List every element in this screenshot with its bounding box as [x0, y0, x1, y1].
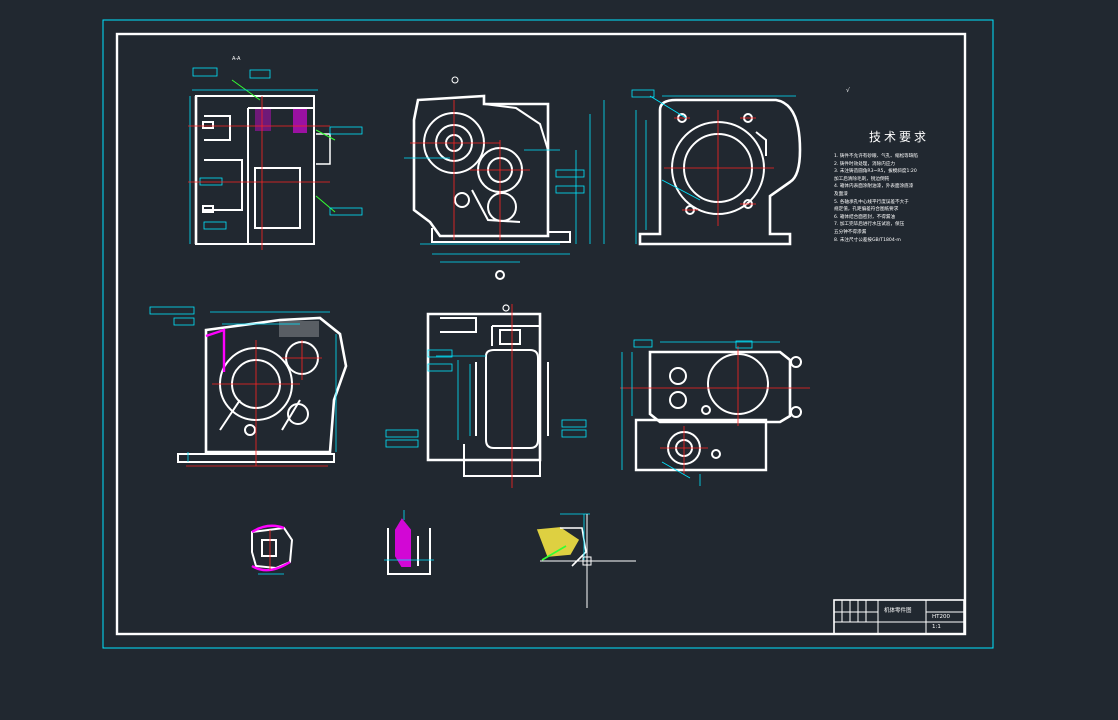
tech-requirement-line: 4. 箱体内表面涂耐油漆，外表面涂底漆	[834, 184, 914, 190]
inner-drawing-frame	[115, 32, 967, 636]
tech-requirement-line: 五分钟不得渗漏	[834, 229, 867, 235]
cad-crosshair-cursor	[540, 514, 636, 608]
title-block	[833, 599, 965, 635]
tech-requirement-line: 3. 未注铸造圆角R3~R5，拔模斜度1:20	[834, 169, 917, 175]
outer-sheet-border	[102, 19, 994, 649]
title-block-drawing-name: 机体零件图	[884, 608, 912, 614]
title-block-scale: 1:1	[932, 624, 941, 630]
title-block-material: HT200	[932, 614, 950, 620]
detail-2	[384, 510, 434, 575]
right-view	[620, 339, 810, 486]
tech-requirements-title: 技术要求	[868, 130, 929, 144]
tech-requirement-line: 规定值，孔距偏差符合图纸要求	[834, 207, 899, 213]
tech-requirement-line: 5. 各轴承孔中心线平行度误差不大于	[834, 199, 909, 205]
section-view-b-b	[149, 306, 348, 467]
side-view-roughness-symbol: √	[846, 87, 850, 94]
tech-requirement-line: 加工后清除毛刺，锐边倒钝	[834, 176, 890, 182]
tech-requirements-list: 1. 铸件不允许有砂眼、气孔、缩松等缺陷 2. 铸件时效处理，消除内应力 3. 未注…	[834, 153, 964, 244]
tech-requirement-line: 6. 箱体结合面密封，不得漏油	[834, 214, 895, 220]
tech-requirement-line: 1. 铸件不允许有砂眼、气孔、缩松等缺陷	[834, 154, 918, 159]
section-view-a-a	[188, 67, 363, 250]
tech-requirement-line: 2. 铸件时效处理，消除内应力	[834, 161, 895, 167]
top-view-center	[385, 304, 587, 488]
detail-3	[536, 513, 590, 567]
detail-1	[251, 524, 294, 575]
tech-requirement-line: 及面漆	[834, 191, 848, 197]
technical-requirements: 技术要求 1. 铸件不允许有砂眼、气孔、缩松等缺陷 2. 铸件时效处理，消除内应力…	[834, 128, 964, 244]
side-view	[631, 89, 802, 246]
front-view	[404, 76, 605, 280]
tech-requirement-line: 8. 未注尺寸公差按GB/T1804-m	[834, 237, 901, 243]
tech-requirement-line: 7. 加工完毕后进行水压试验，保压	[834, 222, 905, 228]
section-a-a-label: A-A	[232, 56, 241, 62]
